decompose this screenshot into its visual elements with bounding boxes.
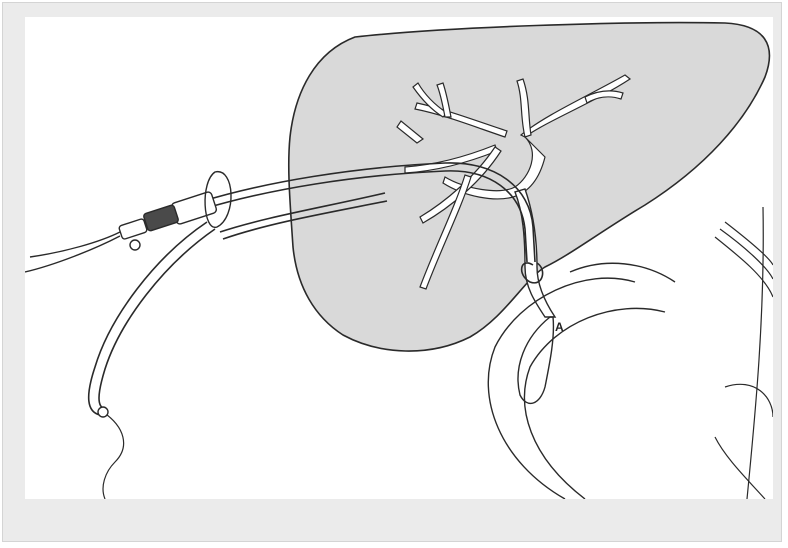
suture-thread (103, 412, 124, 499)
duodenum (488, 263, 675, 499)
biliary-drainage-diagram: A (25, 17, 773, 499)
catheter-hub (25, 172, 231, 272)
right-organ-lines (715, 207, 773, 499)
suture-knot (98, 407, 108, 417)
label-point-a: A (555, 320, 564, 334)
medical-illustration: A (25, 17, 773, 499)
image-frame: A (2, 2, 782, 542)
